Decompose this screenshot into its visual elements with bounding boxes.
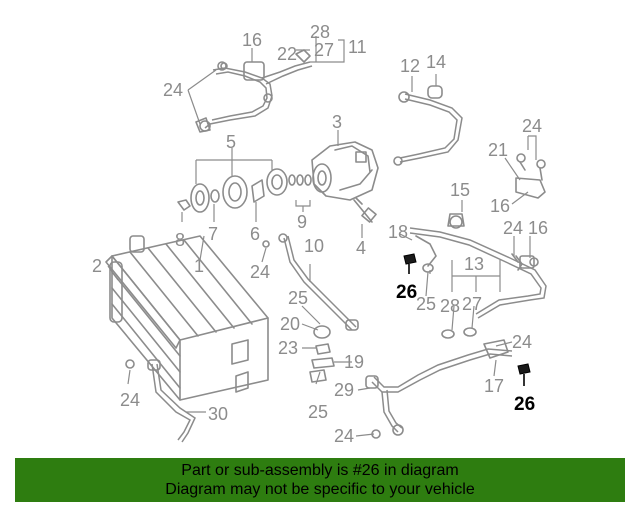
- callout-26: 26: [514, 394, 535, 415]
- callout-25: 25: [288, 288, 308, 308]
- fittings-20: [309, 325, 335, 383]
- callout-24: 24: [512, 332, 532, 352]
- callout-15: 15: [450, 180, 470, 200]
- callout-4: 4: [356, 238, 366, 258]
- callout-17: 17: [484, 376, 504, 396]
- hose-14: [393, 85, 463, 166]
- callout-18: 18: [388, 222, 408, 242]
- callout-20: 20: [280, 314, 300, 334]
- callout-7: 7: [208, 224, 218, 244]
- callout-29: 29: [334, 380, 354, 400]
- bolt-4: [353, 197, 377, 223]
- leader-lines: [107, 36, 537, 437]
- compressor-3: [311, 141, 379, 201]
- fittings-28-27: [422, 263, 477, 339]
- callout-8: 8: [175, 230, 185, 250]
- callout-23: 23: [278, 338, 298, 358]
- callout-24: 24: [503, 218, 523, 238]
- callout-5: 5: [226, 132, 236, 152]
- line-assembly-13: [409, 213, 547, 319]
- clutch-parts-5: [177, 168, 312, 213]
- hose-10: [262, 233, 359, 331]
- callout-12: 12: [400, 56, 420, 76]
- callout-16: 16: [528, 218, 548, 238]
- callout-27: 27: [462, 294, 482, 314]
- callout-1: 1: [194, 256, 204, 276]
- callout-22: 22: [277, 44, 297, 64]
- banner-line-part: Part or sub-assembly is #26 in diagram: [181, 462, 459, 479]
- hose-assembly-11: [199, 49, 313, 132]
- line-29: [365, 339, 513, 439]
- callout-14: 14: [426, 52, 446, 72]
- callout-28: 28: [310, 22, 330, 42]
- callout-6: 6: [250, 224, 260, 244]
- callout-24: 24: [250, 262, 270, 282]
- callout-27: 27: [314, 40, 334, 60]
- callout-24: 24: [522, 116, 542, 136]
- callout-3: 3: [332, 112, 342, 132]
- callout-13: 13: [464, 254, 484, 274]
- parts-diagram: 28 27 22 11 16 24 12 14 3 5 24 21 8 7 6 …: [92, 22, 548, 446]
- callout-19: 19: [344, 352, 364, 372]
- callout-labels: 28 27 22 11 16 24 12 14 3 5 24 21 8 7 6 …: [92, 22, 548, 446]
- bracket-16: [515, 153, 546, 199]
- info-banner: Part or sub-assembly is #26 in diagram D…: [15, 458, 625, 502]
- condenser-1: [105, 235, 269, 401]
- callout-11: 11: [348, 37, 367, 57]
- part-26-highlight-b: [517, 363, 531, 386]
- part-26-highlight-a: [403, 253, 417, 274]
- callout-30: 30: [208, 404, 228, 424]
- callout-24: 24: [163, 80, 183, 100]
- callout-24: 24: [334, 426, 354, 446]
- callout-25: 25: [416, 294, 436, 314]
- callout-10: 10: [304, 236, 324, 256]
- callout-28: 28: [440, 296, 460, 316]
- callout-16: 16: [490, 196, 510, 216]
- line-30: [125, 359, 196, 443]
- callout-26: 26: [396, 282, 417, 303]
- callout-9: 9: [297, 212, 307, 232]
- callout-2: 2: [92, 256, 102, 276]
- callout-16: 16: [242, 30, 262, 50]
- small-fittings: [195, 62, 539, 271]
- callout-25: 25: [308, 402, 328, 422]
- banner-line-disclaimer: Diagram may not be specific to your vehi…: [165, 481, 475, 498]
- callout-24: 24: [120, 390, 140, 410]
- callout-21: 21: [488, 140, 508, 160]
